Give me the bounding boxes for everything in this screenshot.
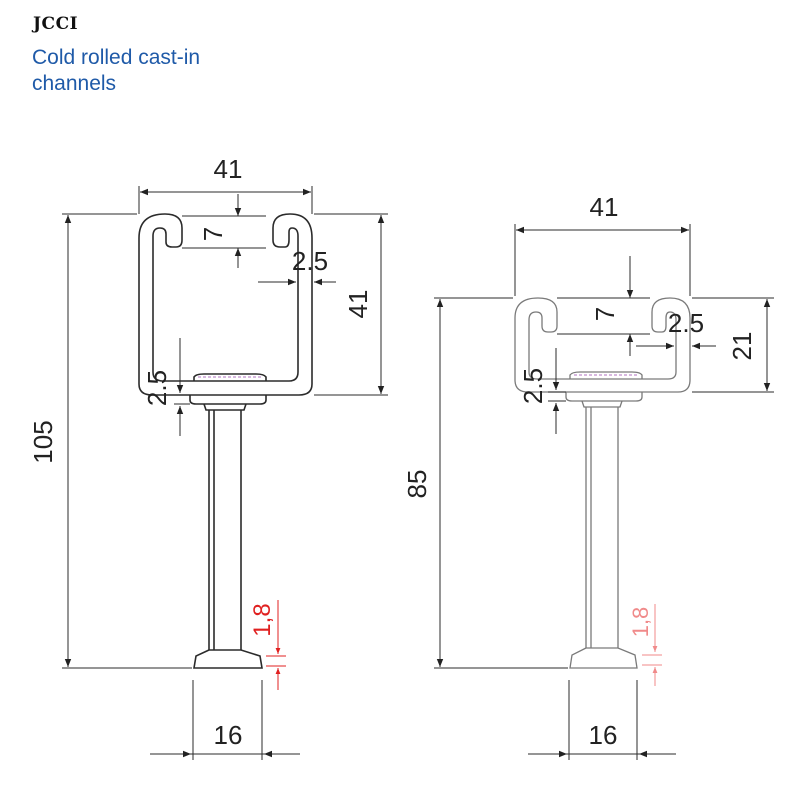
left-total-height-label: 105 (28, 420, 58, 463)
left-anchor-head (193, 649, 263, 669)
left-base-thickness-label: 2.5 (142, 370, 172, 406)
right-lip-gap-label: 7 (590, 307, 620, 321)
left-channel-drawing (138, 213, 313, 669)
right-base-thickness-label: 2.5 (518, 368, 548, 404)
right-thickness-label: 2.5 (668, 308, 704, 338)
right-channel-profile (514, 297, 691, 393)
right-channel-drawing (514, 297, 691, 669)
left-anchor-width-label: 16 (214, 720, 243, 750)
right-anchor-width-label: 16 (589, 720, 618, 750)
left-anchor-shaft (208, 410, 242, 650)
right-anchor-plate (569, 371, 643, 379)
right-head-thickness-label: 1,8 (628, 607, 653, 638)
right-anchor-shaft (585, 407, 619, 648)
product-subtitle: Cold rolled cast-in channels (32, 46, 201, 95)
left-lip-gap-label: 7 (198, 227, 228, 241)
right-channel-height-label: 21 (727, 332, 757, 361)
left-anchor-collar (189, 395, 267, 405)
left-head-thickness-label: 1,8 (249, 603, 276, 636)
right-width-label: 41 (590, 192, 619, 222)
left-channel-height-label: 41 (343, 290, 373, 319)
right-total-height-label: 85 (402, 470, 432, 499)
left-channel-profile (138, 213, 313, 396)
left-thickness-label: 2.5 (292, 246, 328, 276)
left-width-label: 41 (214, 154, 243, 184)
right-anchor-head (569, 647, 638, 669)
brand-name: JCCI (33, 14, 79, 34)
left-anchor-plate (193, 373, 267, 381)
right-anchor-collar (565, 392, 643, 402)
